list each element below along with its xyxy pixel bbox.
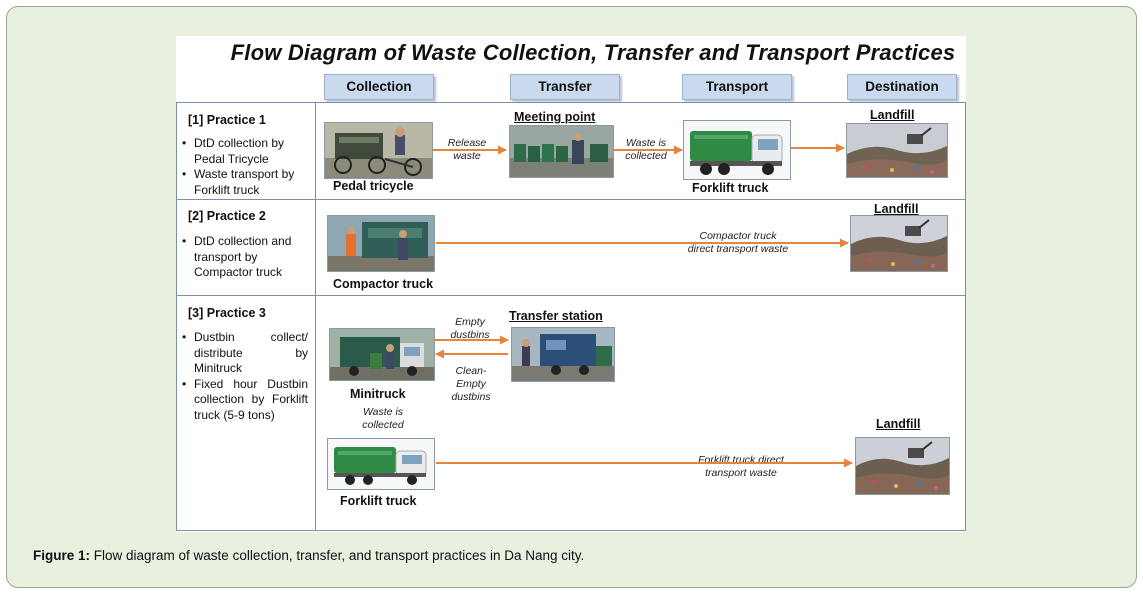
- caption-forklift-truck-3: Forklift truck: [340, 494, 417, 508]
- forklift-truck-photo-3: [327, 438, 435, 490]
- figure-caption: Figure 1: Flow diagram of waste collecti…: [33, 548, 584, 563]
- meeting-point-photo: [509, 125, 614, 178]
- practice-2-bullet-1: DtD collection and transport by Compacto…: [180, 234, 310, 281]
- grid-row1: [176, 199, 966, 200]
- note-empty-dustbins: Empty dustbins: [450, 316, 490, 341]
- caption-landfill-3: Landfill: [876, 417, 921, 431]
- practice-1-bullet-2: Waste transport by Forklift truck: [180, 167, 310, 198]
- caption-compactor-truck: Compactor truck: [333, 277, 434, 291]
- note-clean-empty-dustbins: Clean- Empty dustbins: [451, 365, 491, 403]
- transfer-station-photo: [511, 327, 615, 382]
- forklift-truck-photo-1: [683, 120, 791, 180]
- landfill-photo-1: [846, 123, 948, 178]
- practice-1-bullets: DtD collection by Pedal Tricycle Waste t…: [180, 136, 310, 198]
- column-header-transfer: Transfer: [510, 74, 620, 100]
- grid-left: [176, 102, 177, 531]
- grid-top: [176, 102, 966, 103]
- pedal-tricycle-photo: [324, 122, 433, 179]
- caption-pedal-tricycle: Pedal tricycle: [333, 179, 414, 193]
- column-header-collection: Collection: [324, 74, 434, 100]
- caption-minitruck: Minitruck: [350, 387, 406, 401]
- practice-1-title: [1] Practice 1: [188, 113, 266, 127]
- note-waste-collected-1: Waste is collected: [625, 137, 667, 162]
- note-compactor-direct: Compactor truck direct transport waste: [687, 230, 789, 255]
- practice-2-title: [2] Practice 2: [188, 209, 266, 223]
- column-header-destination: Destination: [847, 74, 957, 100]
- caption-text: Flow diagram of waste collection, transf…: [90, 548, 585, 563]
- caption-forklift-truck-1: Forklift truck: [692, 181, 769, 195]
- grid-bottom: [176, 530, 966, 531]
- practice-3-bullet-1: Dustbin collect/ distribute by Minitruck: [180, 330, 308, 377]
- caption-landfill-2: Landfill: [874, 202, 919, 216]
- note-release-waste: Release waste: [447, 137, 487, 162]
- caption-meeting-point: Meeting point: [514, 110, 596, 124]
- grid-right: [965, 102, 966, 531]
- caption-landfill-1: Landfill: [870, 108, 915, 122]
- caption-transfer-station: Transfer station: [509, 309, 603, 323]
- minitruck-photo: [329, 328, 435, 381]
- practice-2-bullets: DtD collection and transport by Compacto…: [180, 234, 310, 281]
- diagram-title: Flow Diagram of Waste Collection, Transf…: [230, 40, 956, 65]
- column-header-transport: Transport: [682, 74, 792, 100]
- grid-row2: [176, 295, 966, 296]
- landfill-photo-2: [850, 215, 948, 272]
- note-waste-collected-3: Waste is collected: [362, 406, 404, 431]
- diagram-canvas: [176, 36, 966, 532]
- grid-divider: [315, 102, 316, 531]
- compactor-truck-photo: [327, 215, 435, 272]
- practice-3-title: [3] Practice 3: [188, 306, 266, 320]
- landfill-photo-3: [855, 437, 950, 495]
- practice-3-bullet-2: Fixed hour Dustbin collection by Forklif…: [180, 377, 308, 424]
- practice-3-bullets: Dustbin collect/ distribute by Minitruck…: [180, 330, 308, 423]
- caption-label: Figure 1:: [33, 548, 91, 563]
- practice-1-bullet-1: DtD collection by Pedal Tricycle: [180, 136, 310, 167]
